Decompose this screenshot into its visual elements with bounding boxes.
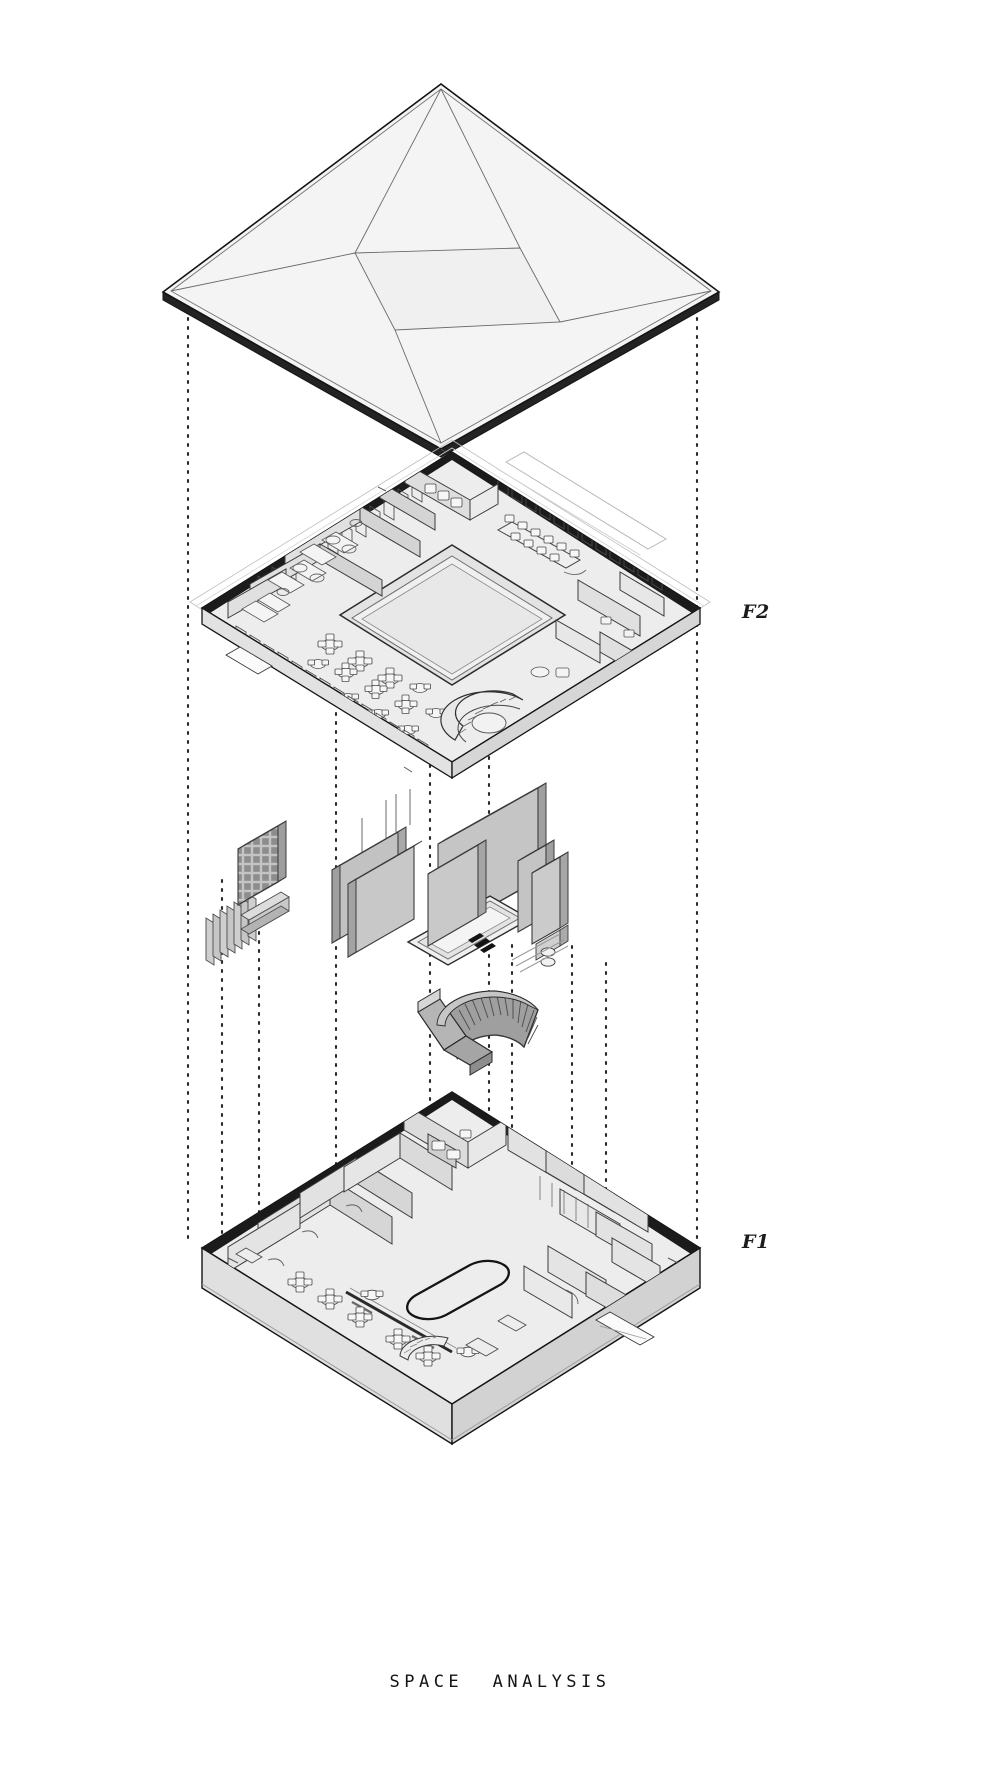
conference-table [496, 514, 587, 575]
drawing-title: SPACE ANALYSIS [389, 1672, 611, 1692]
lobby-rounded-island [406, 1259, 510, 1321]
exploded-partition-set [205, 782, 569, 1076]
curved-stair-opening [440, 690, 524, 743]
hipped-roof-plate [161, 83, 721, 471]
floor-slab-level-1 [200, 1091, 702, 1446]
louvered-fin-stack [205, 891, 290, 966]
partition-wall-west [331, 789, 423, 958]
level-label-f1: F1 [742, 1231, 770, 1253]
dining-table-cluster [287, 1271, 480, 1367]
floor-slab-level-2 [189, 439, 711, 780]
partition-wall-center [427, 839, 487, 947]
level-label-f2: F2 [742, 601, 770, 623]
partition-wall-east [517, 839, 569, 967]
curved-staircase [417, 933, 569, 1076]
central-courtyard-void [338, 544, 567, 686]
lattice-screen-panel [237, 820, 287, 906]
